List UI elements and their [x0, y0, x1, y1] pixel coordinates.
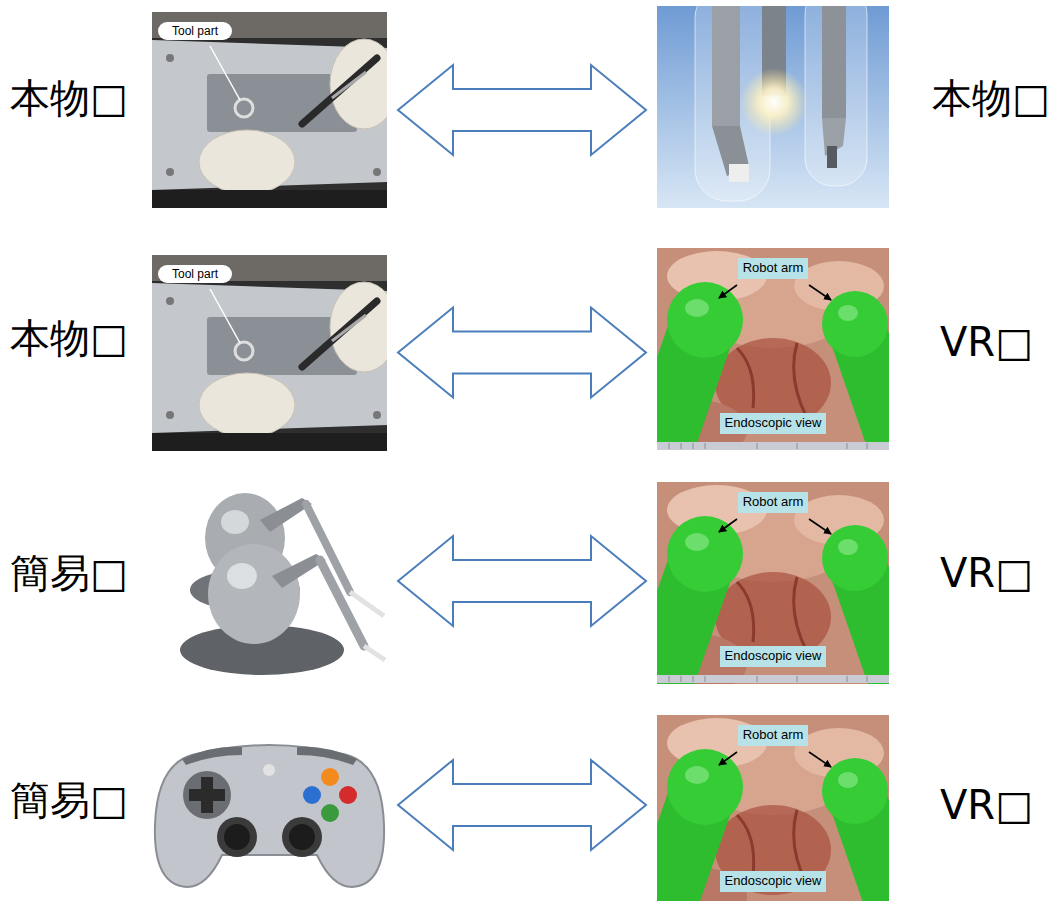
haptic-device [180, 493, 385, 675]
callout-label: Endoscopic view [720, 413, 827, 434]
side-label: 本物□ [10, 318, 128, 358]
side-label: VR□ [940, 553, 1033, 593]
tool-part-label: Tool part [158, 265, 232, 283]
side-label: VR□ [940, 322, 1033, 362]
gamepad [155, 745, 384, 887]
picture-panel: 簡易□ [150, 480, 387, 680]
side-label: VR□ [940, 785, 1033, 825]
toolbar [657, 442, 889, 450]
side-label: 簡易□ [10, 780, 128, 820]
picture-panel: VR□Robot armEndoscopic view [657, 715, 889, 897]
picture-panel: 簡易□ [152, 715, 387, 895]
side-label: 本物□ [10, 78, 128, 118]
vr-view [647, 715, 909, 901]
callout-label: Endoscopic view [720, 646, 827, 667]
callout-label: Robot arm [738, 492, 809, 513]
callout-label: Robot arm [738, 725, 809, 746]
robot-photo [657, 0, 889, 208]
side-label: 本物□ [932, 78, 1050, 118]
double-arrow [398, 536, 646, 626]
picture-panel: 本物□Tool part [152, 12, 387, 208]
tool-part-label: Tool part [158, 22, 232, 40]
vr-view [647, 248, 909, 480]
picture-panel: VR□Robot armEndoscopic view [657, 248, 889, 450]
callout-label: Endoscopic view [720, 871, 827, 892]
tool-photo [152, 255, 398, 451]
picture-panel: VR□Robot armEndoscopic view [657, 482, 889, 683]
double-arrow [398, 308, 646, 398]
toolbar [657, 675, 889, 683]
side-label: 簡易□ [10, 553, 128, 593]
picture-panel: 本物□ [657, 6, 889, 208]
double-arrow [398, 65, 646, 155]
picture-panel: 本物□Tool part [152, 255, 387, 450]
callout-label: Robot arm [738, 258, 809, 279]
tool-photo [152, 12, 398, 208]
double-arrow [398, 760, 646, 850]
vr-view [647, 482, 909, 714]
